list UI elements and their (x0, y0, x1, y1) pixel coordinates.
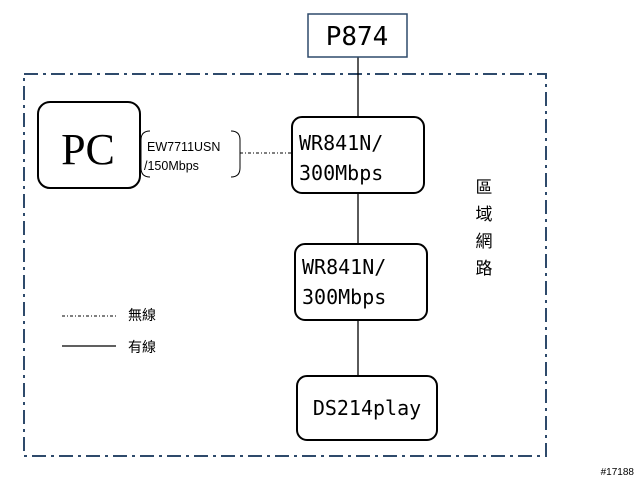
router1-model: WR841N/ (299, 131, 383, 155)
p874-box (307, 13, 408, 58)
pc-label: PC (61, 125, 115, 174)
region-label-char-3: 網 (476, 232, 493, 251)
router1-box (291, 116, 425, 194)
watermark: #17188 (601, 467, 635, 478)
adapter-label-line2: /150Mbps (144, 159, 199, 173)
router1-speed: 300Mbps (299, 161, 383, 185)
nas-label: DS214play (313, 396, 421, 420)
adapter-label-line1: EW7711USN (147, 140, 220, 154)
router2-model: WR841N/ (302, 255, 386, 279)
lan-region-border (23, 73, 547, 457)
region-label-char-1: 區 (476, 178, 493, 197)
router2-speed: 300Mbps (302, 285, 386, 309)
legend-wired-label: 有線 (128, 339, 156, 355)
region-label-char-4: 路 (476, 259, 493, 278)
region-label-char-2: 域 (476, 205, 493, 224)
nas-box (296, 375, 438, 441)
pc-box (37, 101, 141, 189)
router2-box (294, 243, 428, 321)
p874-label: P874 (326, 22, 389, 52)
legend-wireless-label: 無線 (128, 307, 156, 323)
adapter-bracket-left (140, 130, 151, 178)
adapter-bracket-right (230, 130, 241, 178)
